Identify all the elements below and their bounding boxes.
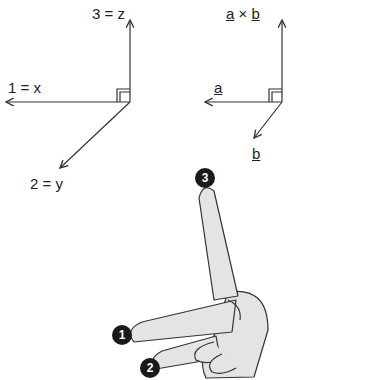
vector-axes: [205, 20, 282, 138]
callout-number: 2: [147, 362, 154, 374]
xyz-axes: [6, 20, 130, 168]
axis-label: a: [214, 80, 222, 97]
right-hand: [130, 188, 268, 378]
callout-number: 3: [202, 172, 209, 184]
callout-number: 1: [119, 329, 126, 341]
axis-label: 1 = x: [8, 80, 41, 97]
axis-label: 2 = y: [30, 176, 63, 193]
axis-label: 3 = z: [92, 6, 125, 23]
callout-circle: 1: [112, 325, 132, 345]
axis-label: b: [252, 146, 260, 163]
callout-circle: 2: [140, 358, 160, 378]
axis-label: a × b: [226, 6, 260, 23]
callout-circle: 3: [195, 168, 215, 188]
